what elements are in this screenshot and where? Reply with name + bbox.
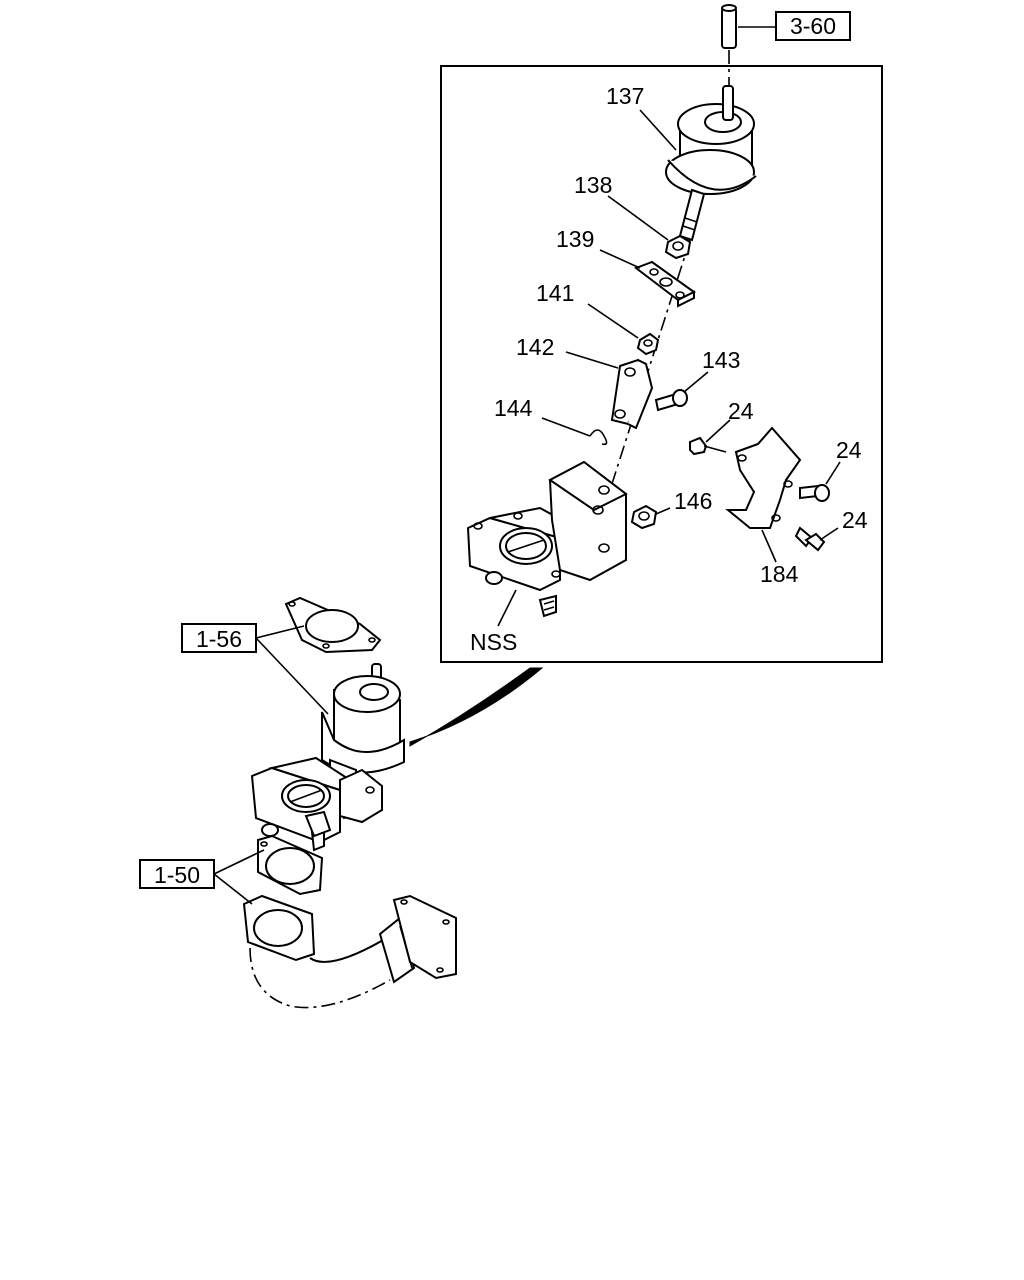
reference-box-1-50[interactable]: 1-50: [139, 849, 265, 905]
callout-144: 144: [494, 395, 533, 421]
callout-24-a: 24: [728, 398, 754, 424]
callout-143: 143: [702, 347, 740, 373]
part-144-clip[interactable]: [589, 429, 608, 446]
part-137-vacuum-actuator[interactable]: [665, 85, 757, 242]
callout-142: 142: [516, 334, 554, 360]
callout-184: 184: [760, 561, 799, 587]
gasket-lower[interactable]: [257, 834, 324, 896]
callout-137: 137: [606, 83, 644, 109]
part-24-bolt-lower[interactable]: [794, 526, 826, 552]
callout-138: 138: [574, 172, 612, 198]
callout-146: 146: [674, 488, 712, 514]
exhaust-brake-body-nss[interactable]: [466, 460, 628, 618]
part-146-nut[interactable]: [630, 504, 658, 530]
reference-label-1-50: 1-50: [154, 862, 200, 888]
leader-lines-detail: [497, 109, 841, 627]
callout-139: 139: [556, 226, 594, 252]
callout-24-b: 24: [836, 437, 862, 463]
reference-label-3-60: 3-60: [790, 13, 836, 39]
callout-24-c: 24: [842, 507, 868, 533]
reference-box-3-60[interactable]: 3-60: [738, 11, 851, 41]
gasket-upper[interactable]: [284, 596, 382, 654]
part-138-nut[interactable]: [664, 234, 692, 260]
callout-nss: NSS: [470, 629, 517, 655]
part-142-lever[interactable]: [610, 358, 654, 430]
vacuum-hose-top: [721, 4, 737, 88]
reference-box-1-56[interactable]: 1-56: [181, 623, 329, 715]
assembled-body[interactable]: [250, 756, 383, 852]
part-141-nut[interactable]: [636, 332, 660, 356]
part-139-plate[interactable]: [633, 260, 696, 308]
callout-141: 141: [536, 280, 574, 306]
exhaust-pipe[interactable]: [242, 894, 457, 1009]
detail-frame: [440, 65, 883, 663]
detail-pointer-arc: [409, 667, 544, 747]
part-24-bolt-left[interactable]: [689, 436, 727, 456]
reference-label-1-56: 1-56: [196, 626, 242, 652]
part-143-bolt[interactable]: [654, 389, 688, 412]
part-24-bolt-right[interactable]: [799, 484, 830, 502]
part-184-heat-shield[interactable]: [725, 426, 802, 529]
